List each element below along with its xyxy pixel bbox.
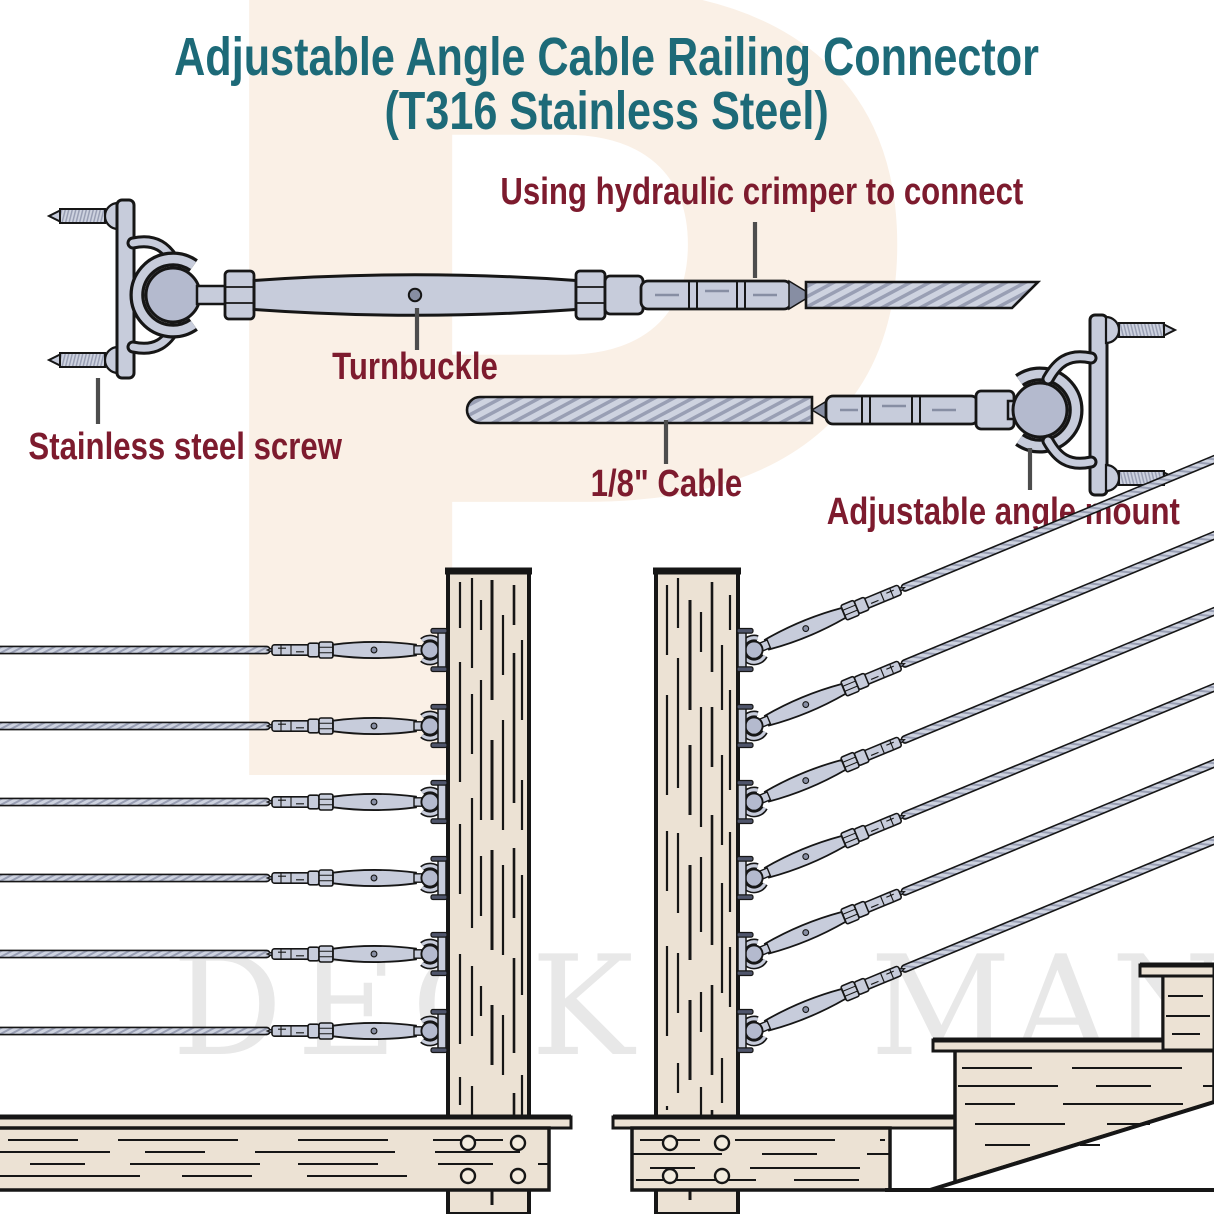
callout-mount: Adjustable angle mount (826, 491, 1180, 533)
callout-screw: Stainless steel screw (28, 426, 342, 468)
callout-turnbuckle: Turnbuckle (332, 346, 498, 388)
page-title-line1: Adjustable Angle Cable Railing Connector (174, 27, 1040, 87)
page-title-line2: (T316 Stainless Steel) (384, 81, 830, 141)
callout-cable: 1/8" Cable (590, 463, 742, 505)
callout-crimper: Using hydraulic crimper to connect (500, 171, 1024, 213)
